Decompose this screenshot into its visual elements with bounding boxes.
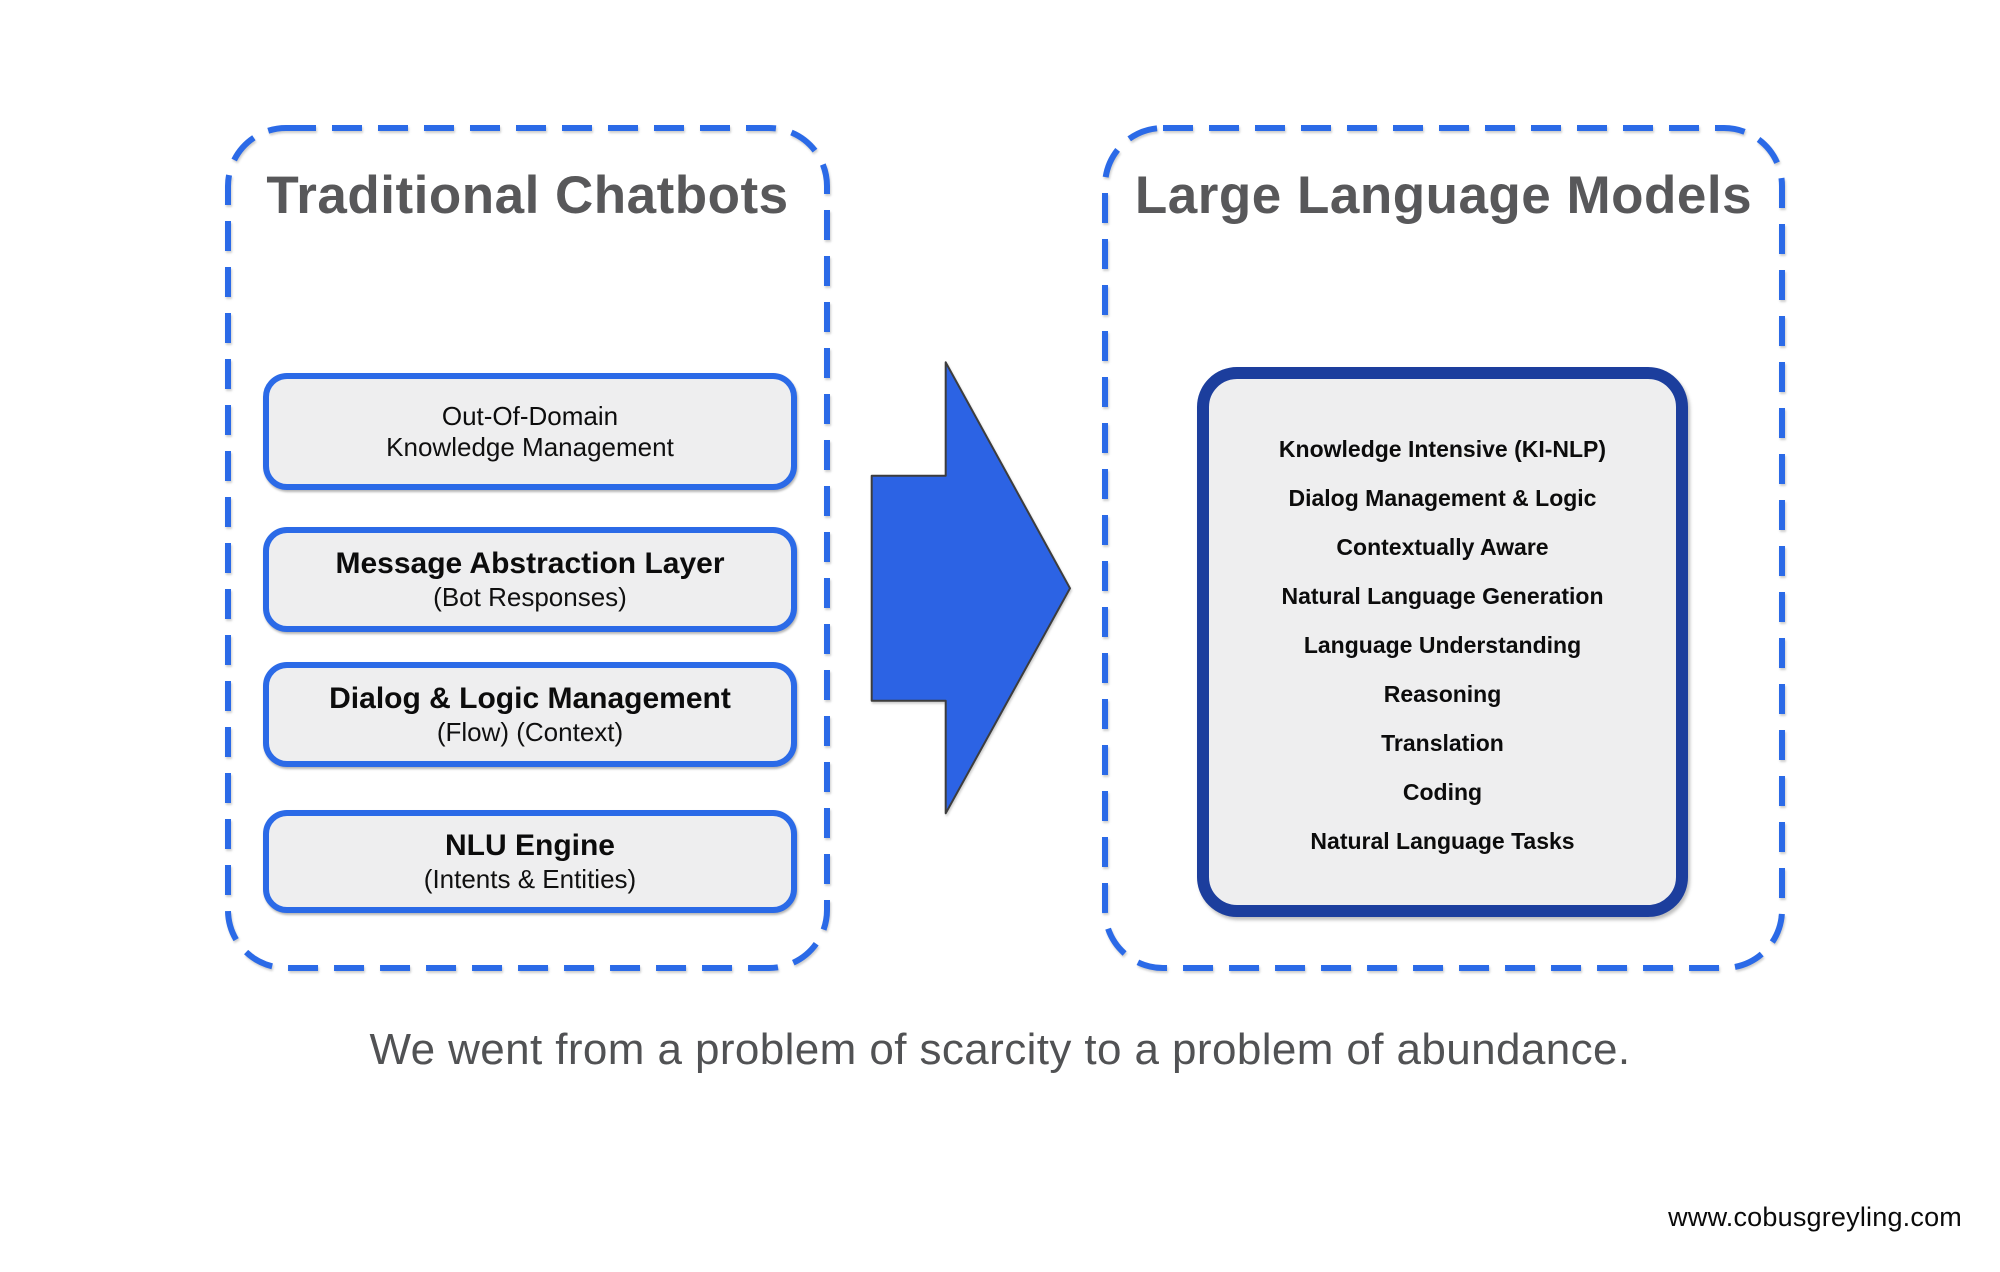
component-box-line1: Dialog & Logic Management bbox=[329, 682, 731, 715]
llm-capability: Knowledge Intensive (KI-NLP) bbox=[1278, 436, 1607, 462]
llm-capability: Reasoning bbox=[1383, 681, 1502, 707]
component-box-line1: Message Abstraction Layer bbox=[335, 547, 725, 580]
component-box-line2: Knowledge Management bbox=[386, 432, 674, 462]
llm-capability: Translation bbox=[1381, 730, 1504, 756]
component-box-line1: NLU Engine bbox=[445, 829, 615, 862]
llm-capability: Language Understanding bbox=[1303, 632, 1582, 658]
llm-capabilities-box: Knowledge Intensive (KI-NLP) Dialog Mana… bbox=[1197, 367, 1688, 917]
component-box-nlu-engine: NLU Engine (Intents & Entities) bbox=[263, 810, 797, 913]
llm-title: Large Language Models bbox=[1134, 166, 1753, 225]
llm-capability: Contextually Aware bbox=[1336, 534, 1549, 560]
llm-capability: Natural Language Generation bbox=[1281, 583, 1604, 609]
component-box-message-abstraction: Message Abstraction Layer (Bot Responses… bbox=[263, 527, 797, 632]
traditional-chatbots-panel-outline bbox=[225, 125, 830, 971]
component-box-line2: (Intents & Entities) bbox=[423, 864, 637, 894]
caption-text: We went from a problem of scarcity to a … bbox=[369, 1025, 1631, 1074]
component-box-line1: Out-Of-Domain bbox=[441, 401, 619, 431]
llm-capability: Natural Language Tasks bbox=[1310, 828, 1575, 854]
llm-capability: Dialog Management & Logic bbox=[1288, 485, 1597, 511]
watermark-url: www.cobusgreyling.com bbox=[1668, 1202, 1962, 1232]
right-arrow-icon bbox=[870, 361, 1071, 815]
component-box-dialog-logic: Dialog & Logic Management (Flow) (Contex… bbox=[263, 662, 797, 767]
llm-panel-outline bbox=[1102, 125, 1785, 971]
llm-capability: Coding bbox=[1402, 779, 1483, 805]
traditional-chatbots-title: Traditional Chatbots bbox=[266, 166, 789, 225]
component-box-line2: (Flow) (Context) bbox=[436, 717, 624, 747]
component-box-line2: (Bot Responses) bbox=[433, 582, 627, 612]
component-box-out-of-domain: Out-Of-Domain Knowledge Management bbox=[263, 373, 797, 490]
